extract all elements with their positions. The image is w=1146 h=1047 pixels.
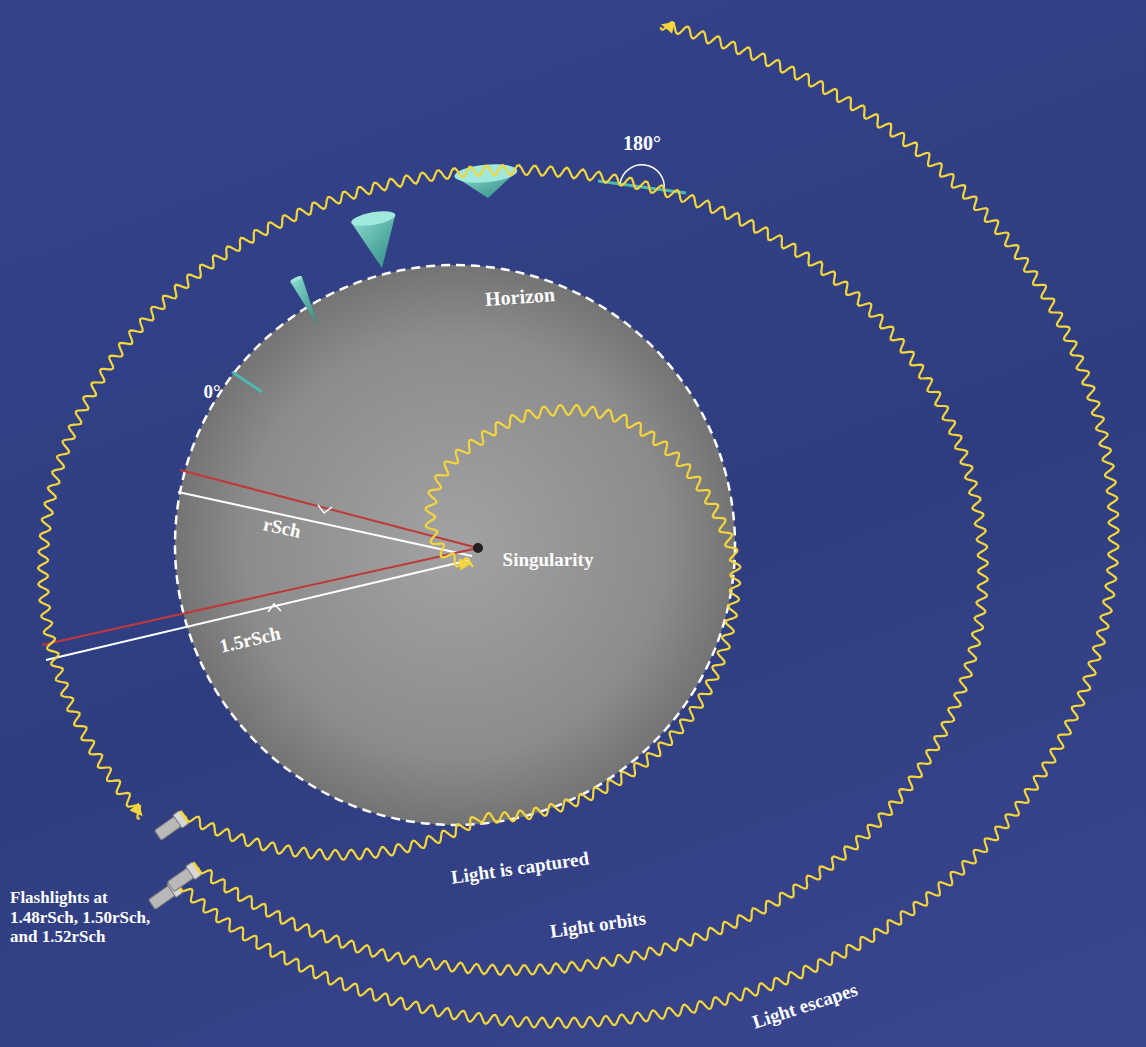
- label: Flashlights at 1.48rSch, 1.50rSch, and 1…: [10, 888, 152, 947]
- escaping-light-path: [179, 22, 1119, 1028]
- flashlight: [153, 809, 190, 842]
- label: Light is captured: [450, 848, 591, 889]
- flashlight: [166, 861, 203, 894]
- light-cone: [350, 208, 396, 228]
- flashlight-lens: [192, 862, 202, 875]
- captured-light-path: [186, 405, 741, 860]
- bracket: [318, 505, 332, 513]
- label: Horizon: [484, 283, 555, 311]
- light-cone: [290, 277, 318, 326]
- arrowhead: [661, 22, 675, 34]
- flashlight-lens: [179, 810, 189, 823]
- angle-arc: [620, 165, 664, 190]
- label: Light orbits: [549, 907, 648, 942]
- bracket: [268, 604, 281, 612]
- arrowhead: [459, 559, 473, 571]
- arrowhead: [130, 803, 143, 817]
- singularity-dot: [473, 543, 483, 553]
- orbiting-light-path: [38, 165, 988, 975]
- light-cone: [290, 275, 303, 284]
- event-horizon: [175, 265, 735, 825]
- light-cone: [232, 372, 262, 392]
- label: Singularity: [503, 549, 594, 571]
- label: 180°: [623, 132, 661, 155]
- radius-line: [46, 560, 470, 660]
- label: 0°: [203, 381, 220, 403]
